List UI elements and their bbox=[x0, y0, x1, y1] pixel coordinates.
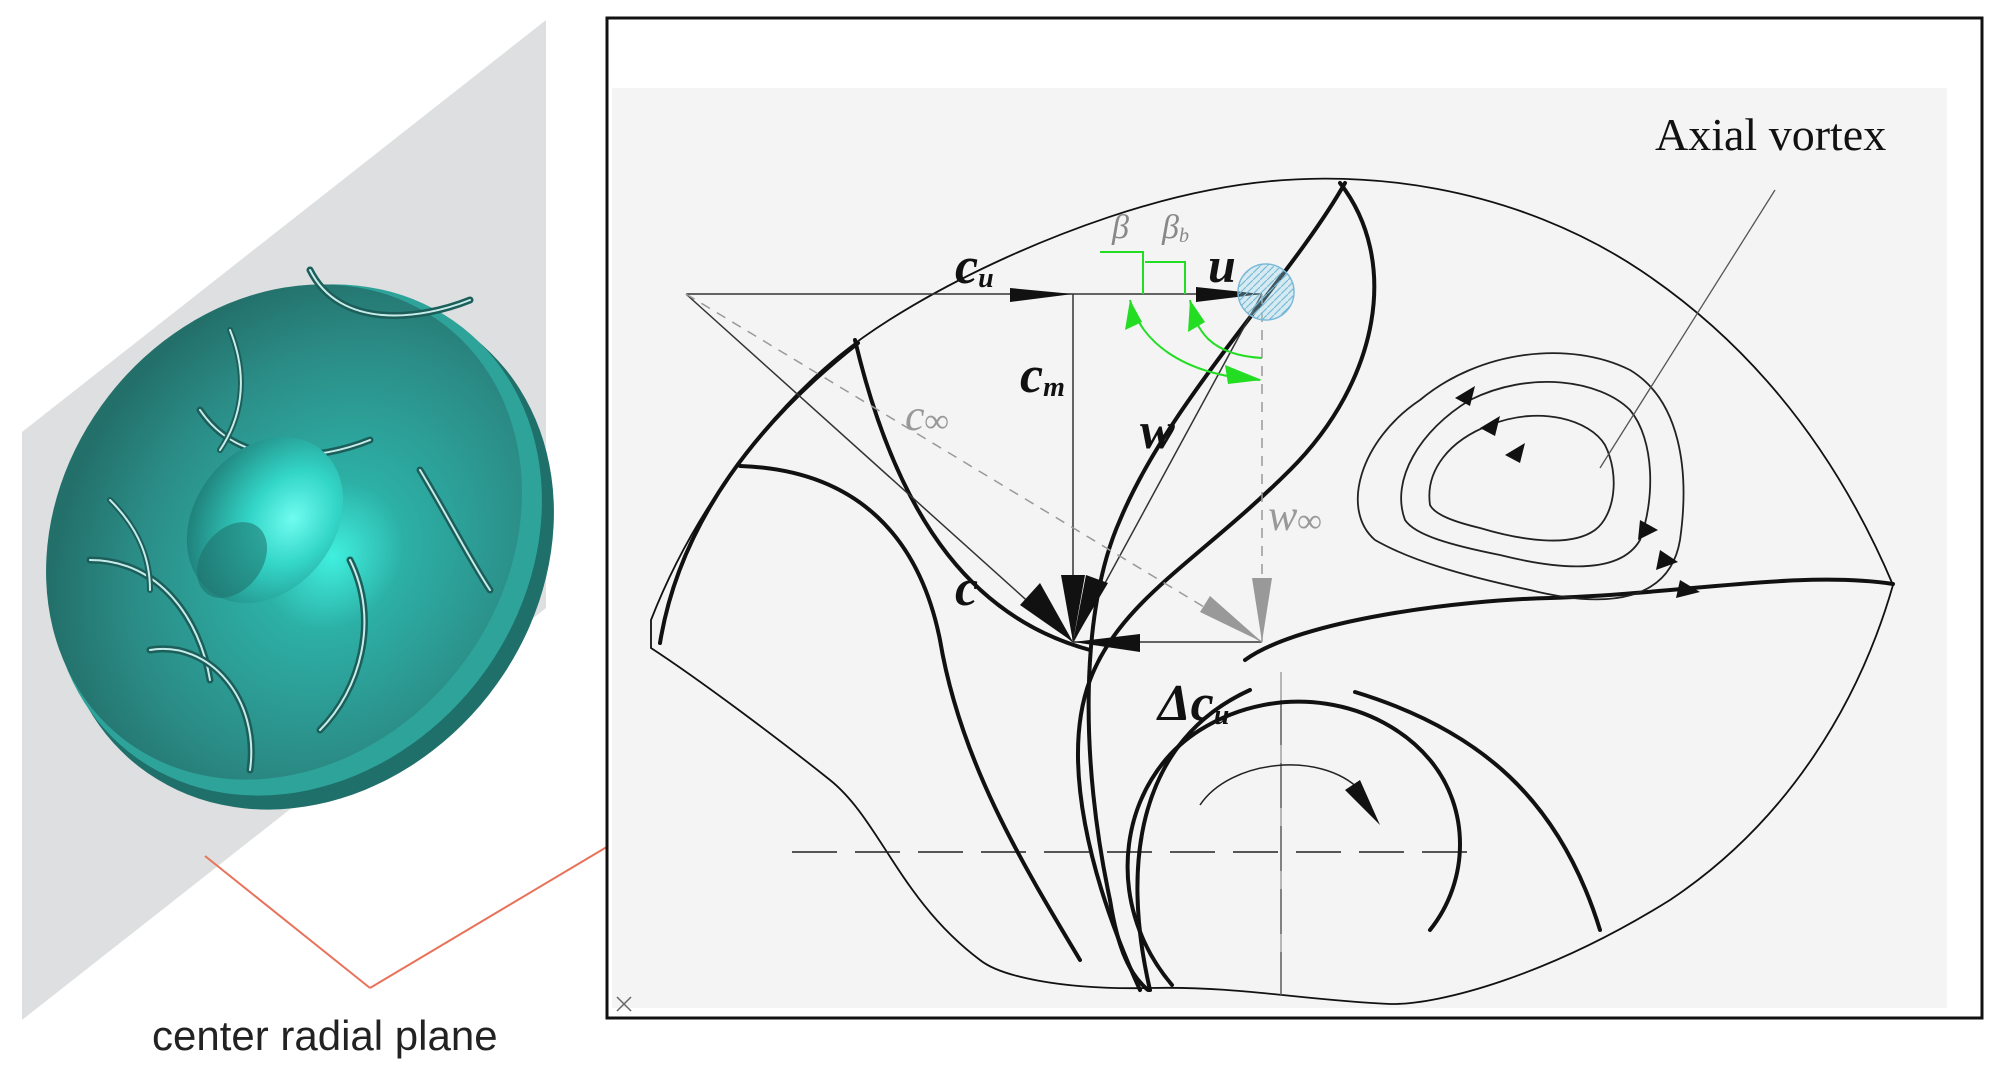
blade-slot bbox=[419, 469, 491, 591]
cu-label: cu bbox=[955, 238, 994, 295]
plane-leader-lines bbox=[204, 819, 653, 989]
blade-slot bbox=[309, 269, 471, 317]
c-vector-line bbox=[685, 293, 1074, 643]
casing-outline bbox=[650, 177, 1894, 1005]
w-inf-arrowhead bbox=[1252, 578, 1272, 642]
w-inf-label: w∞ bbox=[1268, 491, 1322, 540]
c-inf-arrowhead bbox=[1200, 596, 1262, 642]
vortex-arrowheads bbox=[1455, 386, 1700, 598]
cm-label: cm bbox=[1020, 347, 1065, 404]
blade-bottom-center bbox=[1125, 699, 1462, 987]
blade-lower-curve bbox=[1135, 688, 1252, 992]
vortex-loop-outer bbox=[1356, 352, 1685, 601]
vortex-arrow bbox=[1676, 580, 1700, 598]
beta-b-arrowhead bbox=[1188, 300, 1205, 332]
w-arrowhead bbox=[1073, 575, 1108, 642]
vortex-arrow bbox=[1480, 416, 1500, 436]
blade-slot bbox=[149, 647, 253, 771]
cu-arrowhead bbox=[1010, 288, 1073, 302]
axial-vortex-label: Axial vortex bbox=[1655, 109, 1886, 160]
beta-b-label: βb bbox=[1161, 209, 1189, 247]
vortex-loop-inner bbox=[1428, 414, 1615, 542]
corner-mark bbox=[616, 996, 632, 1012]
leader-line-left bbox=[204, 855, 371, 989]
blade-slot bbox=[219, 329, 242, 451]
beta-arrowhead bbox=[1125, 300, 1142, 330]
velocity-triangle: cu u cm c∞ w w∞ c Δcu β βb bbox=[685, 209, 1322, 732]
axial-vortex-loops bbox=[1356, 352, 1685, 601]
diagram-background bbox=[612, 88, 1947, 1008]
u-arrowhead bbox=[1196, 287, 1262, 302]
blade-slot bbox=[319, 559, 366, 731]
vortex-core-marker bbox=[1237, 263, 1295, 321]
vortex-core-tint bbox=[1239, 265, 1293, 319]
vortex-arrow bbox=[1455, 386, 1475, 406]
centerlines bbox=[792, 672, 1475, 995]
delta-cu-arrowhead bbox=[1073, 634, 1140, 652]
rotation-arrowhead bbox=[1345, 780, 1380, 825]
u-label: u bbox=[1208, 237, 1236, 293]
impeller-illustration bbox=[22, 20, 554, 1020]
velocity-labels: cu u cm c∞ w w∞ c Δcu β βb bbox=[905, 209, 1322, 732]
vortex-arrow bbox=[1656, 550, 1678, 570]
blade-right bbox=[1243, 577, 1895, 662]
blade-top-left bbox=[658, 341, 860, 645]
rotation-arc bbox=[1199, 764, 1361, 806]
impeller-hub-shadow bbox=[196, 522, 268, 598]
impeller-blade-slots bbox=[86, 266, 494, 774]
cm-arrowhead bbox=[1061, 575, 1085, 642]
vortex-arrow bbox=[1505, 443, 1525, 463]
blade-lower-left bbox=[853, 338, 1092, 652]
blade-upper bbox=[1076, 181, 1377, 992]
beta-label: β bbox=[1111, 209, 1129, 246]
axial-vortex-leader bbox=[1599, 189, 1776, 469]
c-label: c bbox=[955, 560, 978, 617]
vortex-arrow bbox=[1638, 520, 1658, 540]
blade-left-lower bbox=[738, 464, 1082, 962]
c-inf-label: c∞ bbox=[905, 391, 949, 440]
angle-arrowheads bbox=[1125, 300, 1262, 384]
flow-diagram: Axial vortex bbox=[605, 16, 1984, 1020]
vortex-loop-middle bbox=[1400, 380, 1652, 568]
c-inf-vector-line bbox=[685, 293, 1263, 643]
blade-slot bbox=[109, 499, 151, 591]
beta-end-arrowhead bbox=[1225, 365, 1262, 384]
beta-b-tick bbox=[1145, 261, 1186, 294]
plane-caption: center radial plane bbox=[152, 1012, 498, 1059]
delta-cu-label: Δcu bbox=[1156, 675, 1229, 732]
w-label: w bbox=[1140, 403, 1175, 460]
leader-line-right bbox=[369, 819, 653, 989]
blade-bottom-right bbox=[1353, 690, 1602, 932]
beta-tick bbox=[1100, 251, 1144, 294]
c-arrowhead bbox=[1020, 583, 1073, 642]
